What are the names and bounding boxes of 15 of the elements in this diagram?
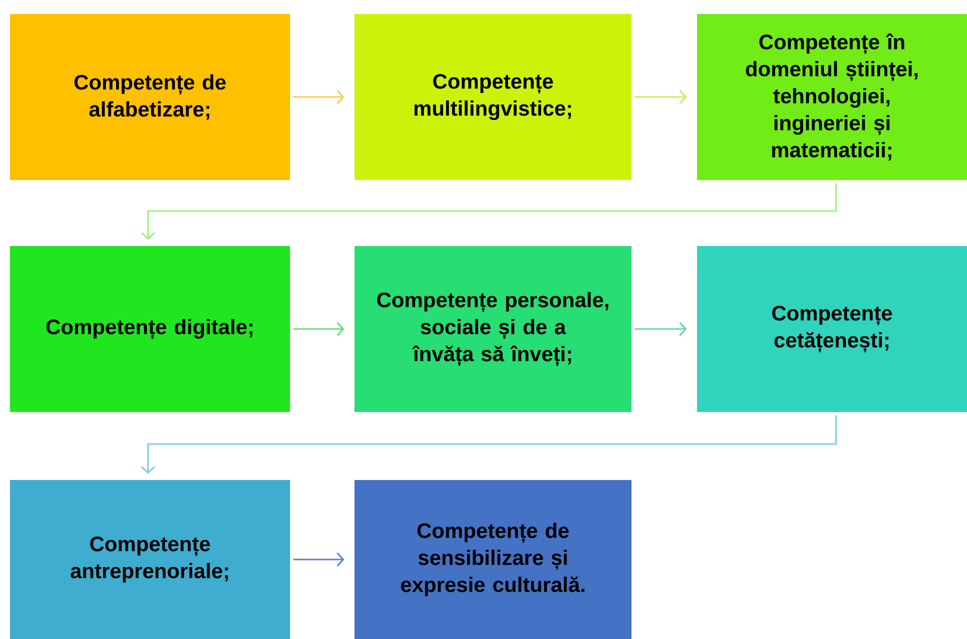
arrow xyxy=(293,90,344,104)
competence-box: Competențe antreprenoriale; xyxy=(10,480,290,639)
competence-box: Competențe personale, sociale și de a învăța să înveți; xyxy=(354,246,632,412)
competence-box: Competențe de sensibilizare și expresie culturală. xyxy=(354,480,632,639)
competence-box: Competențe cetățenești; xyxy=(697,246,967,412)
competence-box: Competențe digitale; xyxy=(10,246,290,412)
arrow xyxy=(140,183,837,240)
arrow xyxy=(293,322,344,336)
arrow xyxy=(634,90,687,104)
arrow xyxy=(634,322,687,336)
competence-box: Competențe de alfabetizare; xyxy=(10,14,290,180)
arrow xyxy=(293,552,344,567)
competence-box: Competențe multilingvistice; xyxy=(354,14,632,180)
competence-box: Competențe în domeniul științei, tehnologiei, ingineriei și matematicii; xyxy=(697,14,967,180)
arrow xyxy=(140,415,837,474)
